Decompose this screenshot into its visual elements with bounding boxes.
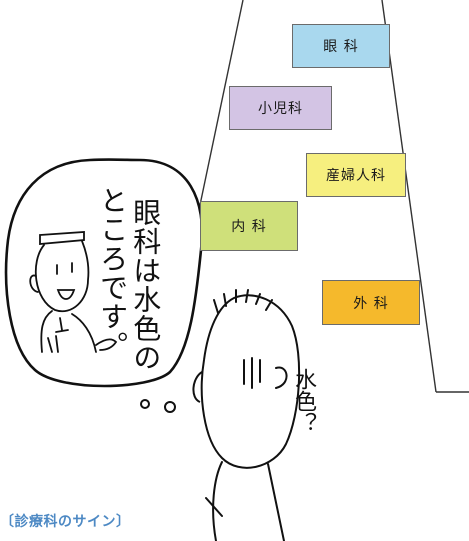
thought-dot-medium (164, 401, 176, 413)
sign-shonika: 小児科 (229, 86, 332, 130)
visitor-figure (200, 289, 301, 541)
speech-text-line1: 眼科は水色の (129, 198, 163, 372)
thought-dot-small (140, 399, 150, 409)
guide-figure (29, 231, 118, 353)
sign-sanfujinka: 産婦人科 (306, 153, 406, 197)
wall-line-left (199, 0, 244, 206)
thought-text: 水色？ (291, 368, 316, 434)
caption: 〔診療科のサイン〕 (0, 514, 131, 530)
thought-dot-large (192, 371, 203, 403)
speech-text-line2: ところです。 (96, 186, 130, 360)
sign-naika: 内 科 (200, 201, 298, 251)
sign-ganka: 眼 科 (292, 24, 390, 68)
wall-line-right (381, 0, 437, 393)
sign-geka: 外 科 (322, 280, 420, 325)
